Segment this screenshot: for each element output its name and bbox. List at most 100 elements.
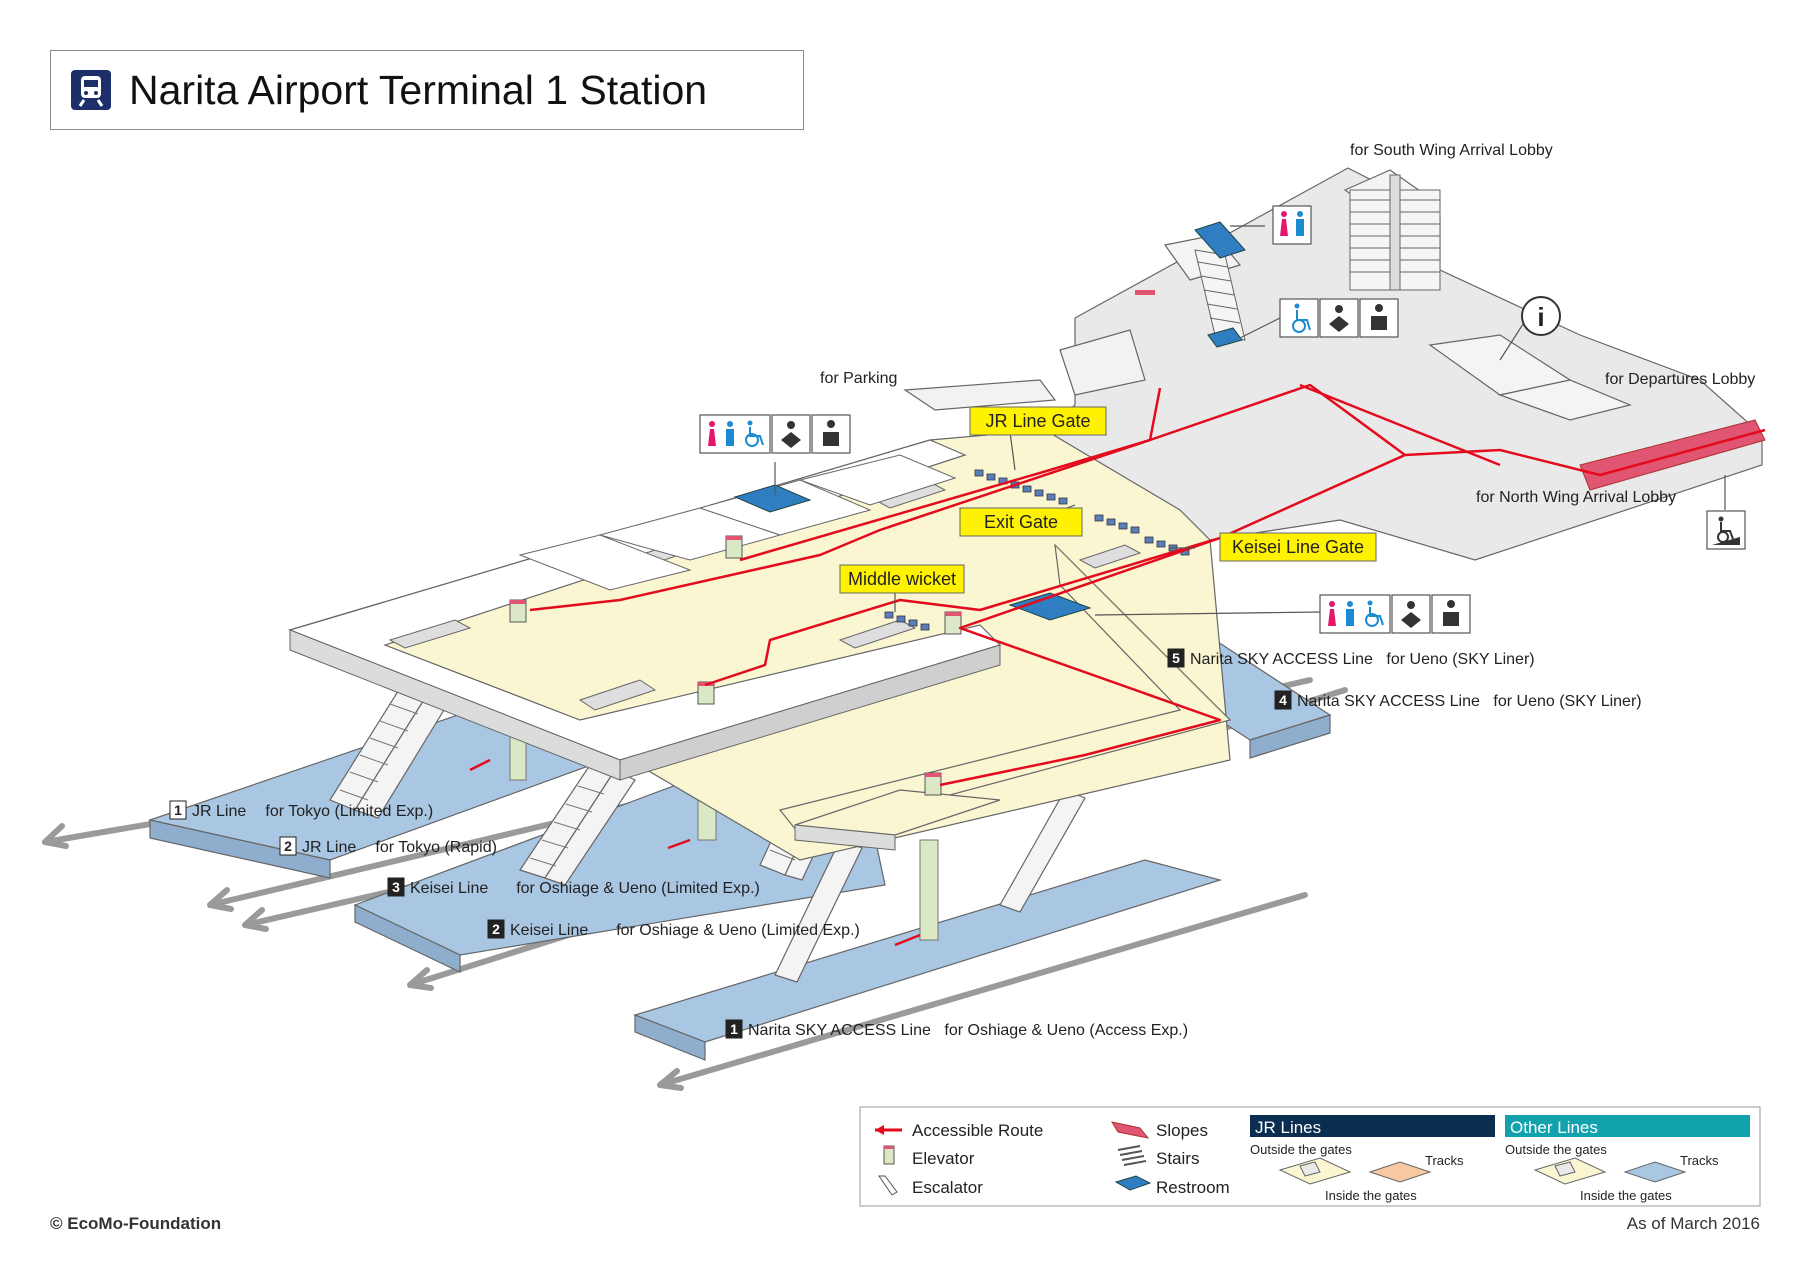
female-restroom-icon	[708, 421, 716, 446]
inside-concourse	[288, 429, 1232, 861]
platform-number-badge	[1167, 648, 1185, 668]
destination-labels: for South Wing Arrival Lobby for Parking…	[820, 142, 1755, 506]
platform-line-name: Keisei Line	[410, 880, 488, 897]
pillar	[919, 839, 939, 941]
svg-text:i: i	[1537, 302, 1544, 332]
restroom-block	[733, 484, 812, 513]
restroom-block	[1008, 592, 1092, 621]
information-icon: i	[1521, 296, 1561, 336]
parking-label: for Parking	[820, 370, 897, 387]
platform-number-badge	[1274, 690, 1292, 710]
female-restroom-icon	[1328, 601, 1336, 626]
platform-destination: for Tokyo (Limited Exp.)	[265, 803, 433, 820]
male-restroom-icon	[726, 421, 734, 446]
copyright: © EcoMo-Foundation	[50, 1214, 222, 1233]
svg-text:Other Lines: Other Lines	[1510, 1118, 1598, 1137]
arrow-head	[242, 907, 269, 932]
platform-label: 1 JR Line for Tokyo (Limited Exp.)	[169, 800, 433, 820]
legend-other-lines: Other Lines Outside the gates Inside the…	[1505, 1115, 1750, 1203]
departures-label: for Departures Lobby	[1605, 371, 1755, 388]
platform-number: 4	[1279, 692, 1287, 708]
platform-sky-access-1	[633, 859, 1223, 1061]
platform-line-name: JR Line	[302, 839, 356, 856]
svg-text:Middle wicket: Middle wicket	[848, 569, 956, 589]
legend-escalator: Escalator	[878, 1175, 983, 1197]
male-restroom-icon	[1346, 601, 1354, 626]
svg-text:Escalator: Escalator	[912, 1178, 983, 1197]
svg-text:Tracks: Tracks	[1425, 1153, 1464, 1168]
svg-text:Stairs: Stairs	[1156, 1149, 1199, 1168]
legend-slopes: Slopes	[1110, 1121, 1208, 1140]
male-restroom-icon	[1296, 211, 1304, 236]
wheelchair-slope-icon	[1706, 510, 1746, 550]
north-wing-label: for North Wing Arrival Lobby	[1476, 489, 1676, 506]
gate-callouts: JR Line Gate Exit Gate Keisei Line Gate …	[839, 406, 1377, 594]
platform-destination: for Tokyo (Rapid)	[375, 839, 497, 856]
page-title: Narita Airport Terminal 1 Station	[129, 67, 708, 113]
train-icon	[71, 70, 111, 110]
track-arrow	[657, 892, 1308, 1088]
legend-elevator: Elevator	[883, 1145, 975, 1168]
elevators	[509, 535, 962, 796]
svg-text:JR Line Gate: JR Line Gate	[985, 411, 1090, 431]
legend-jr-lines: JR Lines Outside the gates Inside the ga…	[1250, 1115, 1495, 1203]
svg-text:Outside the gates: Outside the gates	[1250, 1142, 1352, 1157]
platform-line-name: Narita SKY ACCESS Line	[1190, 651, 1373, 668]
wheelchair-icon	[745, 420, 764, 447]
platform-destination: for Ueno (SKY Liner)	[1386, 651, 1534, 668]
exit-gate-callout: Exit Gate	[959, 507, 1083, 537]
platform-number: 5	[1172, 650, 1180, 666]
wheelchair-icon	[1365, 600, 1384, 627]
arrow-head	[207, 887, 234, 912]
legend-accessible-route: Accessible Route	[875, 1121, 1043, 1140]
svg-text:Tracks: Tracks	[1680, 1153, 1719, 1168]
svg-text:Accessible Route: Accessible Route	[912, 1121, 1043, 1140]
restroom-blocks	[733, 221, 1246, 621]
legend-restroom: Restroom	[1114, 1175, 1230, 1197]
restroom-sign	[1272, 205, 1312, 245]
platform-line-name: Narita SKY ACCESS Line	[748, 1022, 931, 1039]
platform-line-name: Narita SKY ACCESS Line	[1297, 693, 1480, 710]
svg-text:Exit Gate: Exit Gate	[984, 512, 1058, 532]
middle-wicket-row	[884, 611, 930, 631]
svg-text:Restroom: Restroom	[1156, 1178, 1230, 1197]
platform-destination: for Ueno (SKY Liner)	[1493, 693, 1641, 710]
legend: Accessible Route Elevator Escalator Slop…	[859, 1106, 1761, 1207]
platform-number-badge	[387, 877, 405, 897]
jr-gate-callout: JR Line Gate	[969, 406, 1107, 436]
restroom-block	[1207, 327, 1243, 348]
facility-icons-top	[1272, 205, 1399, 338]
svg-text:Outside the gates: Outside the gates	[1505, 1142, 1607, 1157]
svg-text:Inside the gates: Inside the gates	[1325, 1188, 1417, 1203]
restroom-block	[1194, 221, 1246, 259]
south-wing-stairs	[1194, 174, 1441, 341]
arrow-head	[657, 1068, 684, 1091]
arrow-head	[407, 967, 434, 991]
platform-destination: for Oshiage & Ueno (Limited Exp.)	[516, 880, 760, 897]
platform-number-badge	[279, 836, 297, 856]
facility-icons-right	[1319, 594, 1471, 634]
svg-text:Elevator: Elevator	[912, 1149, 975, 1168]
svg-text:JR Lines: JR Lines	[1255, 1118, 1321, 1137]
svg-text:Inside the gates: Inside the gates	[1580, 1188, 1672, 1203]
platform-number: 1	[174, 802, 182, 818]
platform-number: 3	[392, 879, 400, 895]
title-box: Narita Airport Terminal 1 Station	[50, 50, 804, 130]
platform-destination: for Oshiage & Ueno (Limited Exp.)	[616, 922, 860, 939]
keisei-gate-callout: Keisei Line Gate	[1219, 532, 1377, 562]
platform-line-name: JR Line	[192, 803, 246, 820]
platform-label: 4 Narita SKY ACCESS Line for Ueno (SKY Lin…	[1274, 690, 1642, 710]
as-of-date: As of March 2016	[1626, 1214, 1760, 1233]
platform-number-badge	[725, 1019, 743, 1039]
platform-label: 5 Narita SKY ACCESS Line for Ueno (SKY Lin…	[1167, 648, 1535, 668]
platform-label: 3 Keisei Line for Oshiage & Ueno (Limited …	[387, 877, 760, 897]
platform-number: 1	[730, 1021, 738, 1037]
svg-text:Slopes: Slopes	[1156, 1121, 1208, 1140]
platform-number-badge	[169, 800, 187, 820]
facility-icons-upper-left	[699, 414, 851, 454]
